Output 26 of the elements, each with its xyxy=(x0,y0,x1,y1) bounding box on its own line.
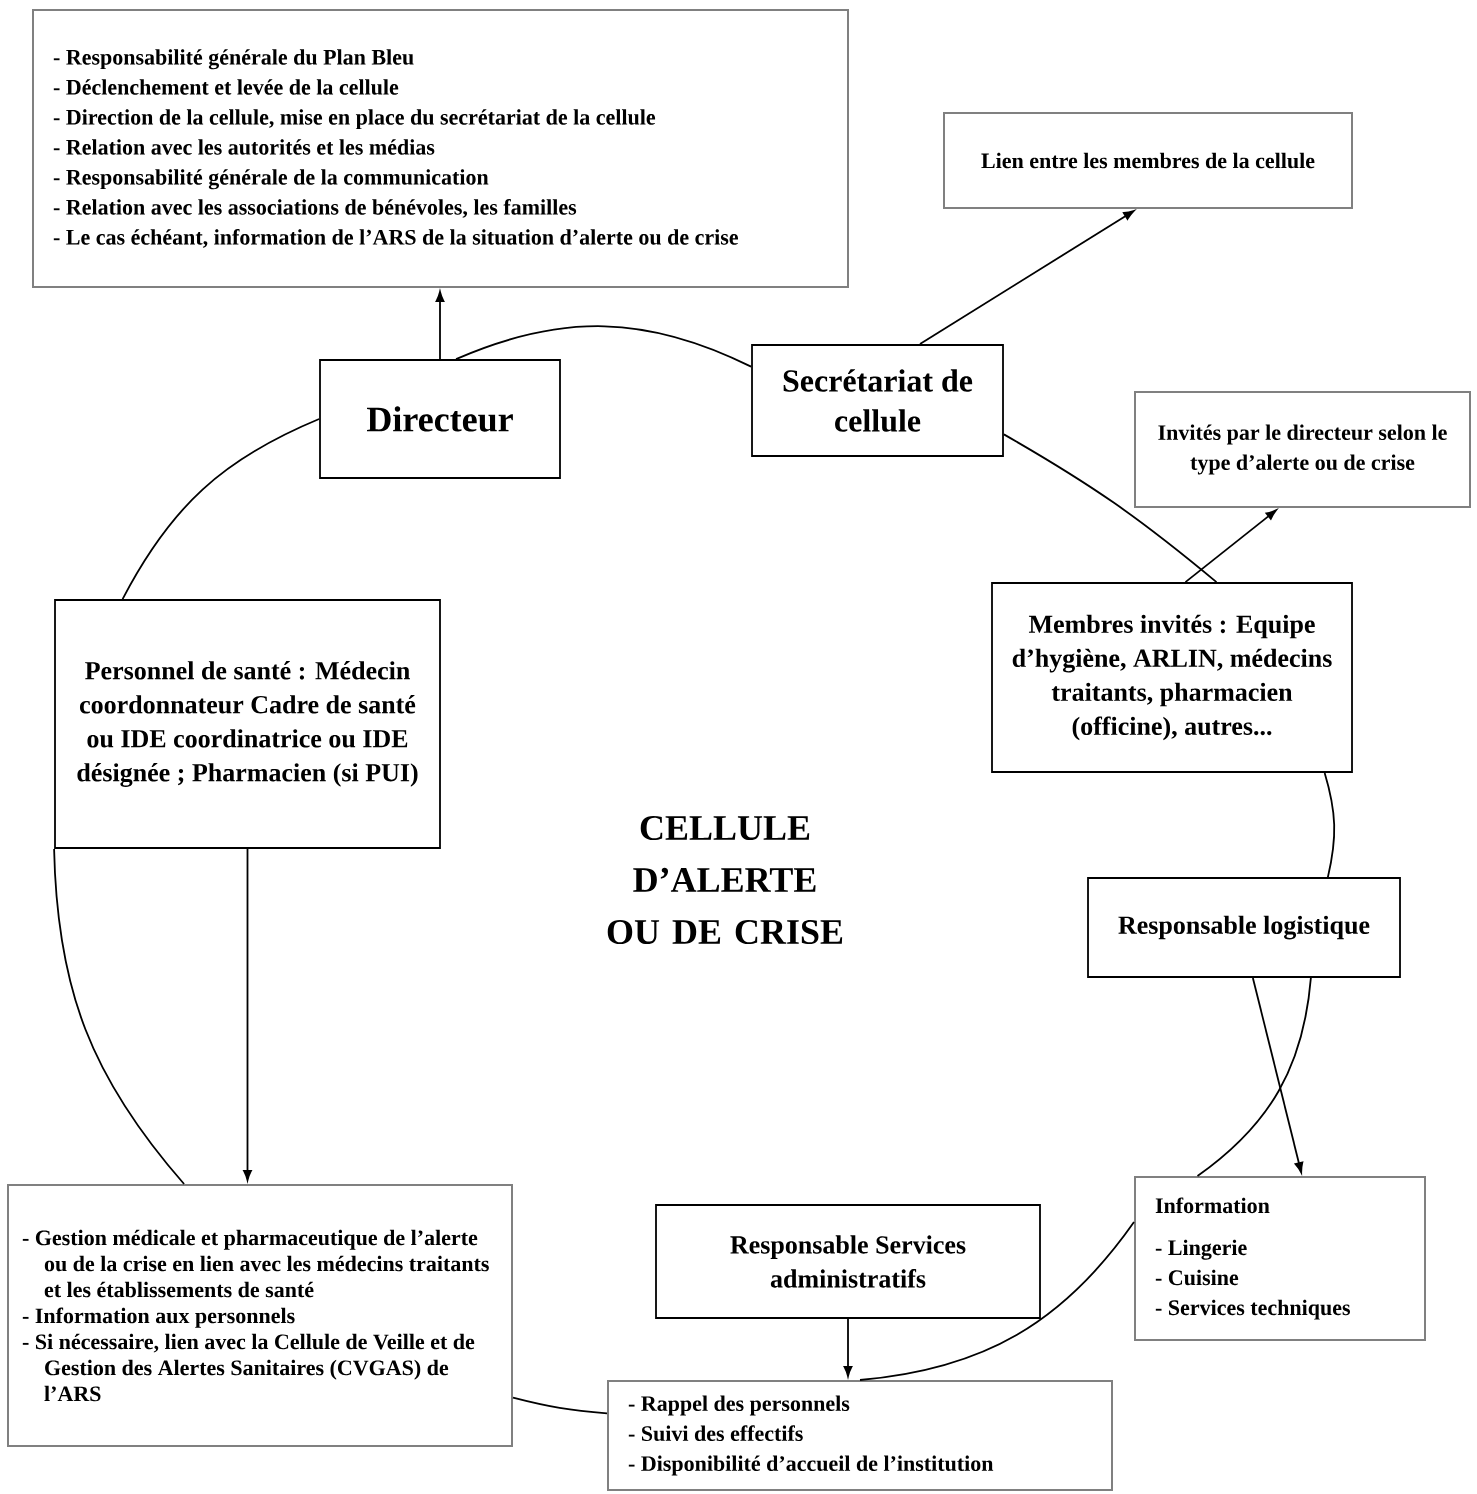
circle-arc xyxy=(512,1396,608,1415)
role-box: Directeur xyxy=(319,359,561,479)
role-box: Membres invités : Equipe d’hygiène, ARLIN, médecins traitants, pharmacien (officine), autres... xyxy=(991,582,1353,773)
arrow xyxy=(1184,509,1277,583)
circle-arc xyxy=(53,848,185,1185)
arrow xyxy=(1252,977,1304,1174)
text-box: Invités par le directeur selon le type d’alerte ou de crise xyxy=(1134,391,1471,508)
arrow xyxy=(843,1318,853,1378)
role-box: Responsable Services administratifs xyxy=(655,1204,1041,1319)
role-box: Responsable logistique xyxy=(1087,877,1401,978)
circle-arc xyxy=(455,325,752,368)
role-box: Secrétariat de cellule xyxy=(751,344,1004,457)
circle-arc xyxy=(859,1221,1135,1381)
task-list-box: - Gestion médicale et pharmaceutique de l’alerte ou de la crise en lien avec les médecins traitants et les établissements de santé - Information aux personnels - Si nécessaire, lien avec la Cellule de Veille et de Gestion des Alertes Sanitaires (CVGAS) de l’ARS xyxy=(7,1184,513,1447)
circle-arc xyxy=(1003,433,1218,583)
arrow xyxy=(435,291,445,360)
center-title: CELLULE D’ALERTE OU DE CRISE xyxy=(607,815,843,945)
text-box: Lien entre les membres de la cellule xyxy=(943,112,1353,209)
circle-arc xyxy=(1196,977,1312,1177)
role-box: Personnel de santé : Médecin coordonnateur Cadre de santé ou IDE coordinatrice ou IDE désignée ; Pharmacien (si PUI) xyxy=(54,599,441,849)
circle-arc xyxy=(1323,772,1336,878)
task-list-box: Information - Lingerie - Cuisine - Services techniques xyxy=(1134,1176,1426,1341)
task-list-box: - Responsabilité générale du Plan Bleu - Déclenchement et levée de la cellule - Direction de la cellule, mise en place du secrétariat de la cellule - Relation avec les autorités et les médias - Responsabilité générale de la communication - Relation avec les associations de bénévoles, les familles - Le cas échéant, information de l’ARS de la situation d’alerte ou de crise xyxy=(32,9,849,288)
circle-arc xyxy=(121,418,320,600)
arrow xyxy=(919,210,1135,345)
task-list-box: - Rappel des personnels - Suivi des effectifs - Disponibilité d’accueil de l’institution xyxy=(607,1380,1113,1491)
